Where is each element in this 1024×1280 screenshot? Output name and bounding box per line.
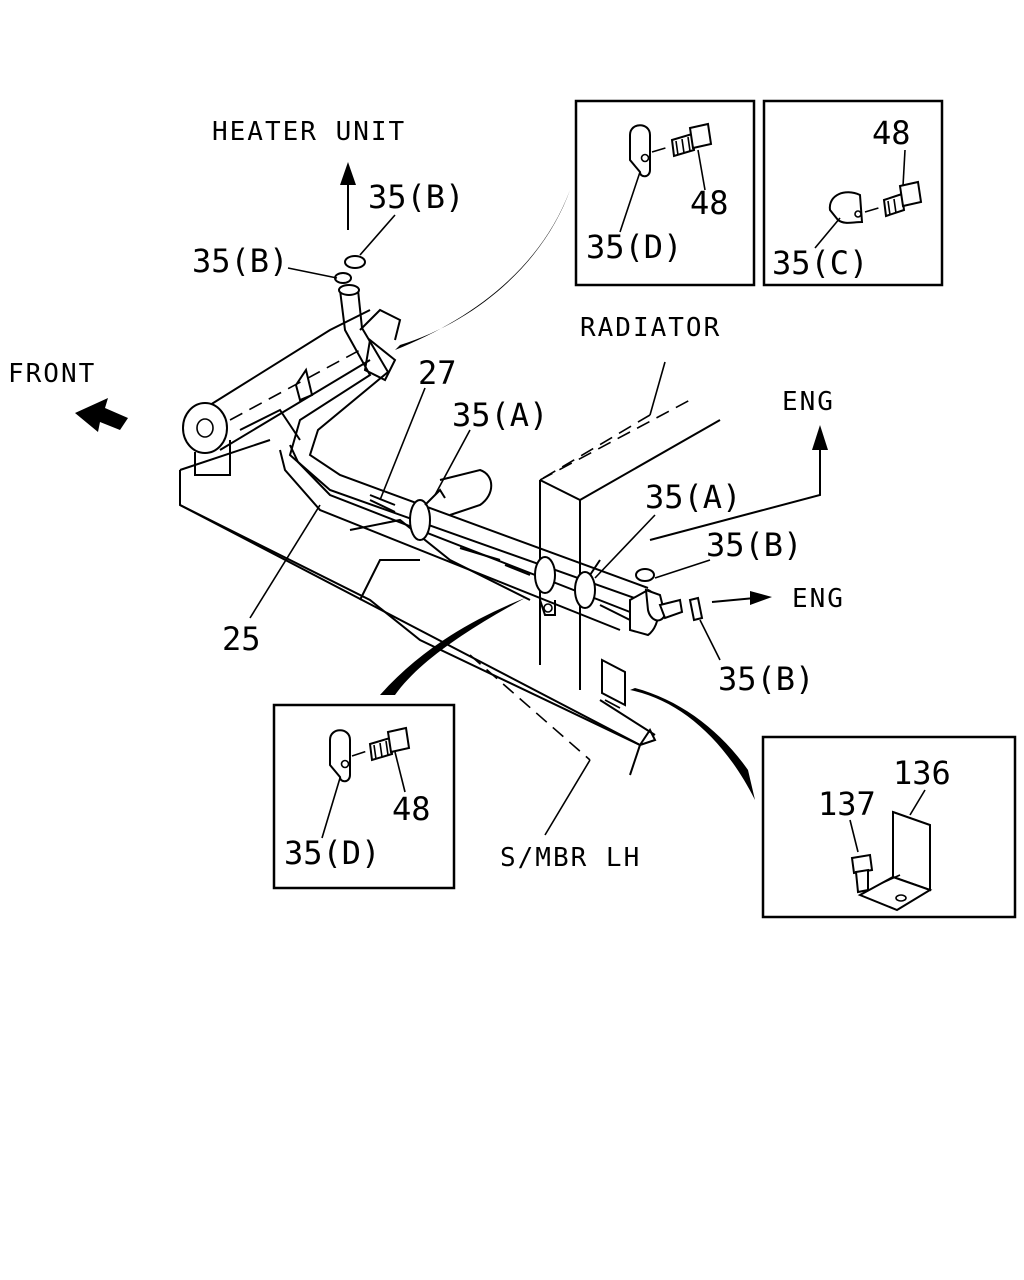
inset-bottom-left: 35(D) 48 [272,703,456,890]
heater-unit-label: HEATER UNIT [212,117,406,147]
inset-top-left-bolt: 48 [690,184,729,222]
inset-bottom-right-bolt: 137 [818,785,876,823]
side-member-frame [179,308,657,776]
hose-clamps [334,255,704,622]
inset-top-right-clamp: 35(C) [772,244,868,282]
front-label: FRONT [8,359,96,389]
callout-35b-lower: 35(B) [718,660,814,698]
callout-35a-right: 35(A) [645,478,741,516]
eng-lower-label: ENG [792,584,845,614]
inset-bottom-right: 136 137 [761,735,1017,919]
inset-pointers [380,190,755,800]
eng-upper-label: ENG [782,387,835,417]
direction-arrows [75,162,828,605]
callout-35b-right: 35(B) [706,526,802,564]
callout-25: 25 [222,620,261,658]
inset-top-right: 35(C) 48 [762,99,944,287]
leader-lines [249,214,721,836]
s-mbr-lh-label: S/MBR LH [500,843,641,873]
inset-bottom-left-bolt: 48 [392,790,431,828]
callout-35b-left: 35(B) [192,242,288,280]
callout-27: 27 [418,354,457,392]
callout-35b-top: 35(B) [368,178,464,216]
inset-top-right-bolt: 48 [872,114,911,152]
heater-hoses [279,284,684,637]
callout-35a-left: 35(A) [452,396,548,434]
radiator [539,399,721,709]
radiator-label: RADIATOR [580,313,721,343]
inset-bottom-left-clamp: 35(D) [284,834,380,872]
inset-bottom-right-bracket: 136 [893,754,951,792]
inset-top-left: 35(D) 48 [574,99,756,287]
inset-top-left-clamp: 35(D) [586,228,682,266]
